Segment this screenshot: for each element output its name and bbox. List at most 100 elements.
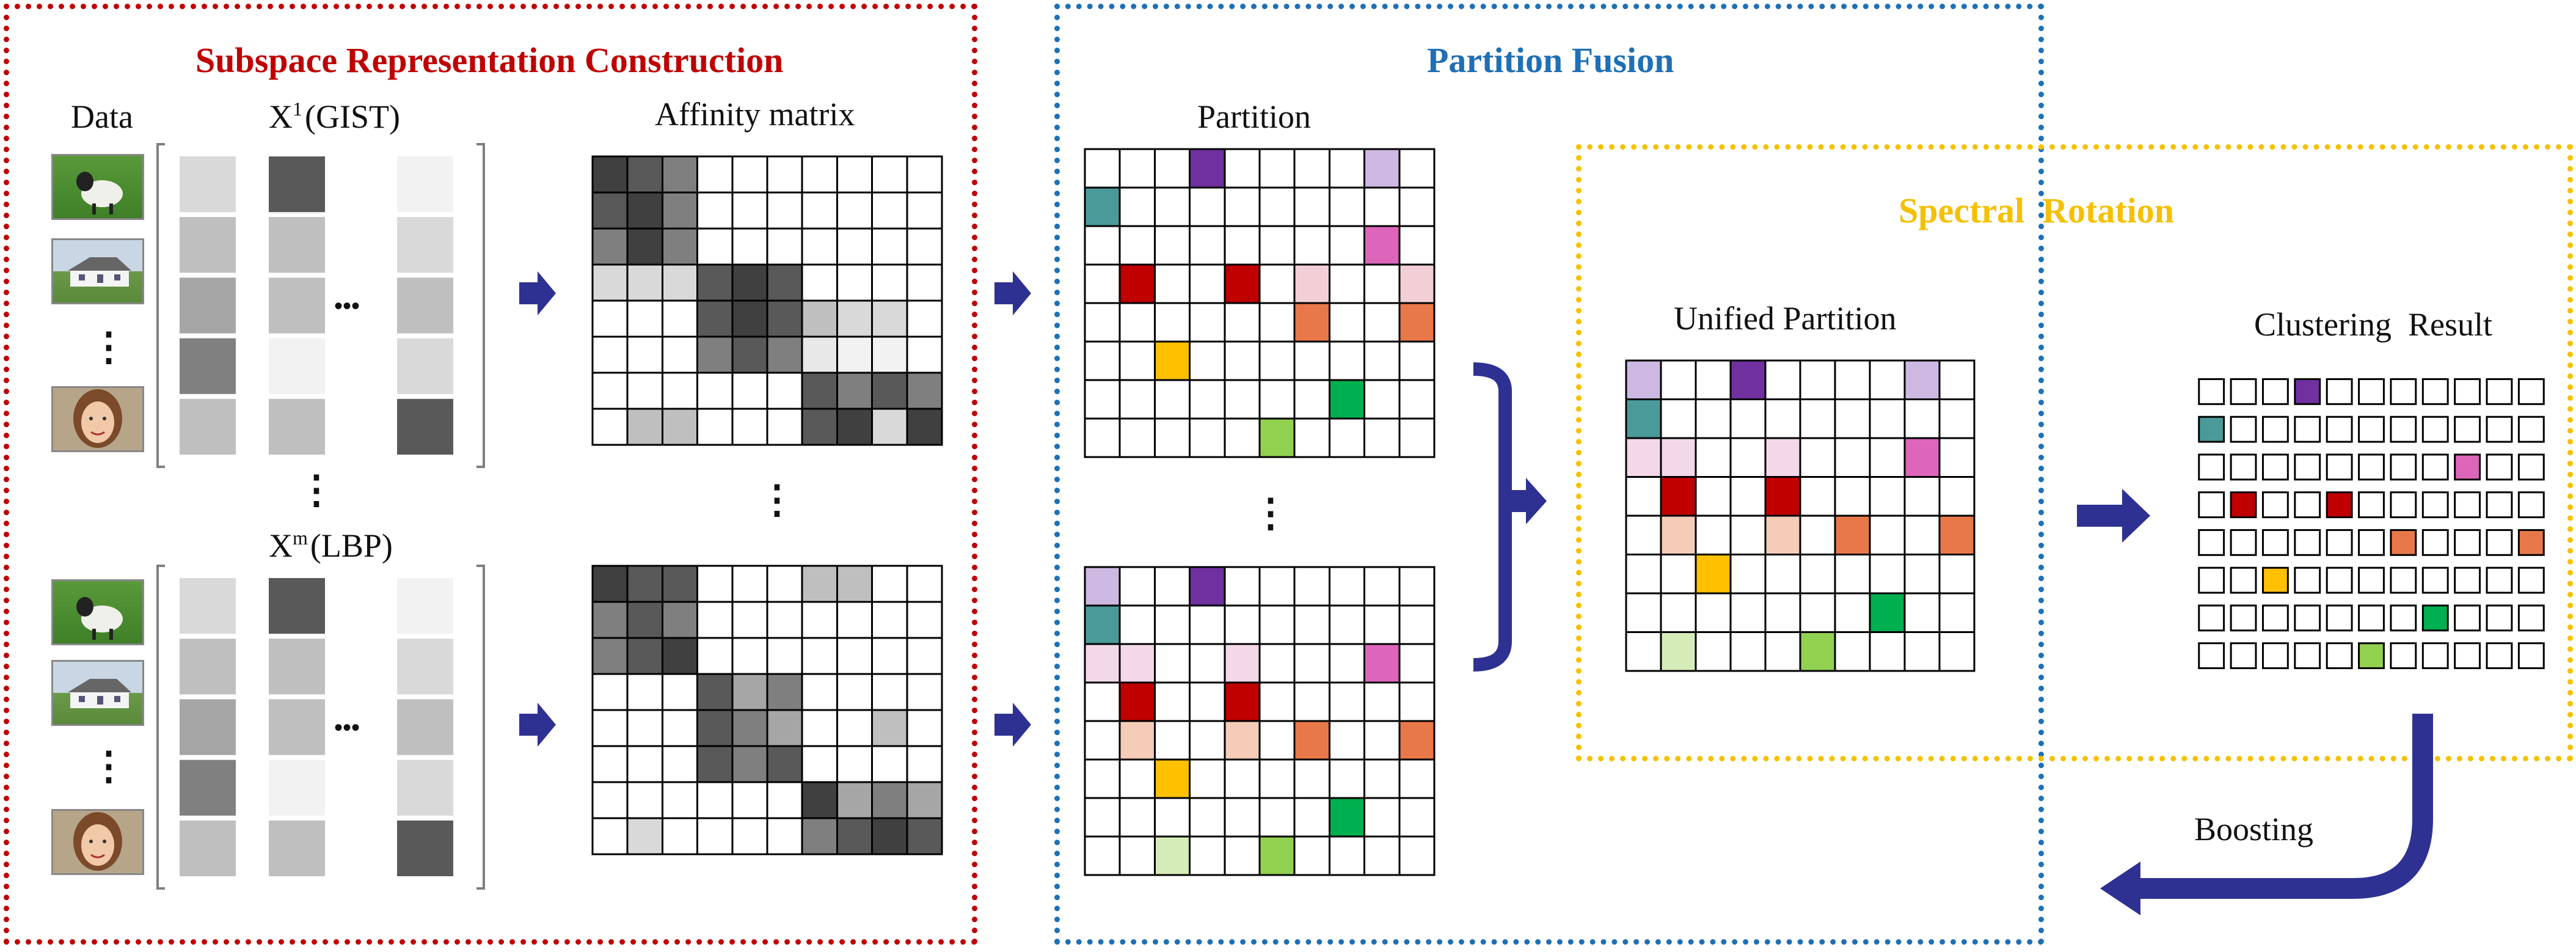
partition-cell — [1084, 835, 1121, 876]
cluster-cell — [2261, 416, 2289, 443]
partition-cell — [1328, 148, 1366, 189]
cluster-cell — [2421, 529, 2449, 556]
cluster-cell — [2454, 491, 2481, 519]
affinity-cell — [906, 601, 943, 639]
unified-cell — [1938, 398, 1976, 439]
cluster-cell — [2517, 416, 2545, 443]
partition-cell — [1153, 835, 1191, 876]
partition-cell — [1398, 148, 1436, 189]
xm-view-label: Xm(LBP) — [269, 527, 393, 562]
cluster-cell — [2517, 378, 2545, 405]
affinity-cell — [906, 155, 943, 194]
cluster-cell — [2421, 566, 2449, 594]
affinity-cell — [836, 408, 874, 446]
cluster-cell — [2517, 491, 2545, 519]
feature-block — [269, 156, 325, 213]
feature-block — [397, 699, 453, 755]
affinity-cell — [696, 227, 734, 266]
cluster-cell — [2517, 642, 2545, 670]
cluster-cell — [2486, 416, 2513, 443]
partition-cell — [1118, 302, 1156, 343]
unified-cell — [1764, 437, 1801, 478]
cluster-cell — [2326, 416, 2353, 443]
unified-cell — [1764, 476, 1801, 517]
cluster-cell — [2198, 642, 2225, 670]
feature-block — [180, 338, 236, 394]
sheep-image — [51, 154, 144, 220]
unified-cell — [1938, 437, 1976, 478]
partition-cell — [1258, 681, 1296, 722]
affinity-cell — [836, 781, 874, 819]
partition-cell — [1293, 566, 1330, 607]
feature-block — [180, 760, 236, 816]
partition-cell — [1293, 835, 1330, 876]
affinity-cell — [836, 227, 874, 266]
partition-cell — [1084, 566, 1121, 607]
unified-cell — [1869, 398, 1906, 439]
affinity-cell — [871, 191, 908, 230]
feature-block — [397, 760, 453, 816]
partition-cell — [1328, 835, 1366, 876]
affinity-cell — [731, 155, 768, 194]
affinity-cell — [766, 155, 803, 194]
affinity-cell — [836, 191, 874, 230]
rotation-section-frame — [1576, 144, 2573, 761]
unified-cell — [1799, 476, 1836, 517]
partition-cell — [1258, 720, 1296, 761]
feature-block — [269, 578, 325, 634]
affinity-cell — [626, 673, 663, 711]
feature-block — [180, 639, 236, 695]
affinity-cell — [906, 372, 943, 410]
affinity-cell — [766, 709, 803, 747]
partition-cell — [1258, 566, 1296, 607]
xm-sup: m — [293, 527, 308, 549]
unified-cell — [1625, 476, 1662, 517]
unified-cell — [1729, 631, 1767, 672]
cluster-cell — [2421, 378, 2449, 405]
affinity-cell — [906, 781, 943, 819]
affinity-cell — [731, 781, 768, 819]
cluster-cell — [2230, 491, 2257, 519]
partition-cell — [1224, 643, 1261, 684]
affinity-cell — [626, 191, 663, 230]
partition-cell — [1328, 604, 1366, 645]
affinity-cell — [626, 637, 663, 675]
affinity-cell — [626, 709, 663, 747]
affinity-cell — [836, 372, 874, 410]
cluster-cell — [2390, 491, 2417, 519]
cluster-cell — [2486, 378, 2513, 405]
partition-cell — [1398, 263, 1436, 304]
cluster-cell — [2358, 453, 2385, 481]
clustering-result-label: Clustering Result — [2254, 306, 2492, 343]
cluster-cell — [2421, 604, 2449, 632]
arrow-right-icon — [519, 703, 556, 747]
girl-image — [51, 386, 144, 452]
partition-cell — [1363, 835, 1401, 876]
partition-grid-top — [1084, 148, 1436, 458]
sheep-icon — [76, 597, 123, 640]
unified-cell — [1695, 592, 1732, 633]
cluster-cell — [2421, 453, 2449, 481]
cluster-cell — [2230, 642, 2257, 670]
partition-cell — [1118, 643, 1156, 684]
data-label: Data — [71, 98, 133, 135]
partition-cell — [1224, 340, 1261, 381]
data-vdots-top: ⋮ — [89, 325, 128, 368]
partition-vdots: ⋮ — [1251, 491, 1290, 535]
affinity-cell — [661, 781, 699, 819]
partition-cell — [1398, 566, 1436, 607]
affinity-cell — [906, 817, 943, 855]
arrow-right-icon — [519, 271, 556, 315]
affinity-cell — [801, 155, 838, 194]
clustering-result-grid — [2198, 378, 2545, 670]
cluster-cell — [2358, 416, 2385, 443]
feature-hdots: ••• — [334, 714, 360, 741]
arrow-right-icon — [994, 703, 1031, 747]
matrix-bracket — [476, 565, 485, 890]
unified-cell — [1660, 592, 1697, 633]
cluster-cell — [2294, 529, 2321, 556]
affinity-cell — [871, 781, 908, 819]
girl-face-icon — [73, 812, 122, 871]
unified-cell — [1625, 398, 1662, 439]
boosting-arrow-shaft — [2139, 714, 2433, 899]
